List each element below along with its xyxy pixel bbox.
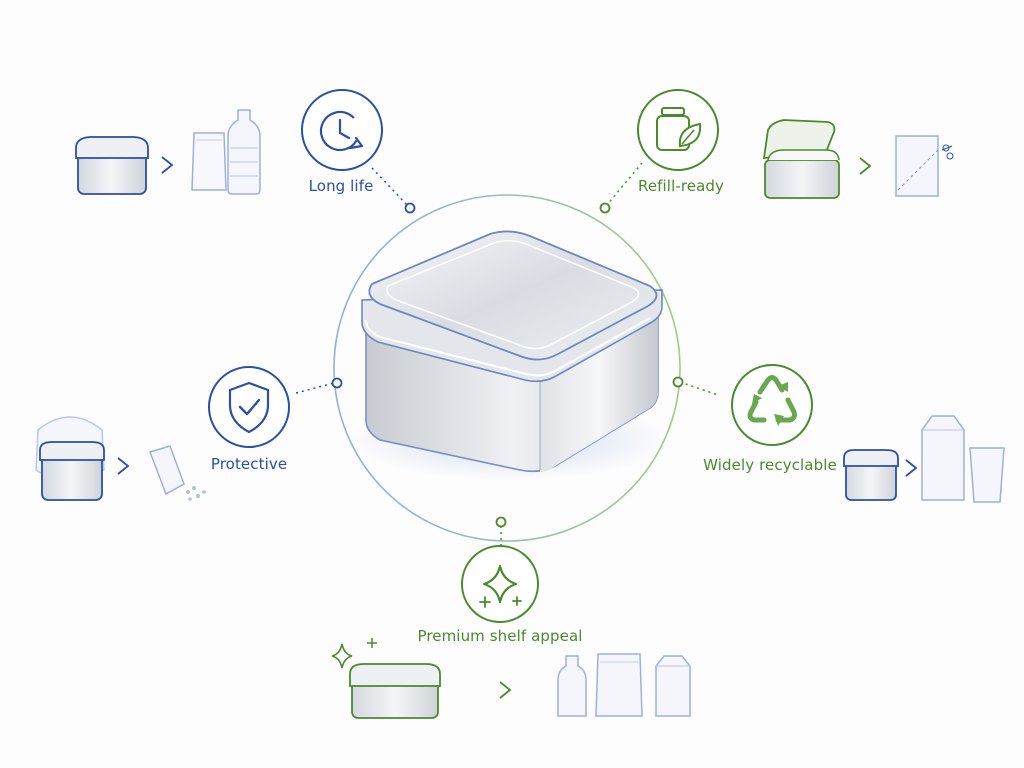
open-tin-icon xyxy=(762,119,840,199)
metal-tin-box-icon xyxy=(350,230,670,480)
arrow-icon xyxy=(117,457,130,475)
jar-leaf-icon xyxy=(637,89,719,171)
bottle-icon xyxy=(227,109,261,195)
vignette-long-life xyxy=(75,109,261,195)
connector-lines xyxy=(295,162,719,548)
recycle-icon xyxy=(731,364,813,446)
pouch-icon xyxy=(191,132,227,191)
feature-label-refill-ready: Refill-ready xyxy=(637,177,725,195)
carton-icon xyxy=(655,655,691,717)
arrow-icon xyxy=(859,157,872,175)
small-tin-icon xyxy=(843,449,899,501)
sparkle-icon xyxy=(461,545,539,623)
vignette-widely-recyclable xyxy=(843,415,1005,503)
feature-label-premium-shelf-appeal: Premium shelf appeal xyxy=(417,627,583,645)
arrow-icon xyxy=(905,459,918,477)
shield-check-icon xyxy=(208,366,290,448)
spilled-pouch-icon xyxy=(149,445,206,501)
feature-label-long-life: Long life xyxy=(308,177,374,195)
carton-icon xyxy=(921,415,965,501)
pouch-icon xyxy=(595,653,643,717)
clock-refresh-icon xyxy=(301,89,383,171)
vignette-premium-shelf-appeal xyxy=(331,638,691,719)
premium-tin-icon xyxy=(349,663,441,719)
cup-icon xyxy=(969,447,1005,503)
small-tin-icon xyxy=(75,136,149,195)
feature-label-protective: Protective xyxy=(210,455,288,473)
arrow-icon xyxy=(161,156,174,174)
arrow-icon xyxy=(499,681,512,699)
vignette-refill-ready xyxy=(762,119,954,199)
sparkle-small-icon xyxy=(331,638,377,669)
connector-dots xyxy=(331,202,684,528)
shielded-tin-icon xyxy=(35,416,105,501)
feature-label-widely-recyclable: Widely recyclable xyxy=(703,456,837,474)
vignette-protective xyxy=(35,416,206,501)
cut-pouch-icon xyxy=(895,135,954,197)
central-ring xyxy=(333,194,681,542)
bottle-icon xyxy=(557,655,587,717)
